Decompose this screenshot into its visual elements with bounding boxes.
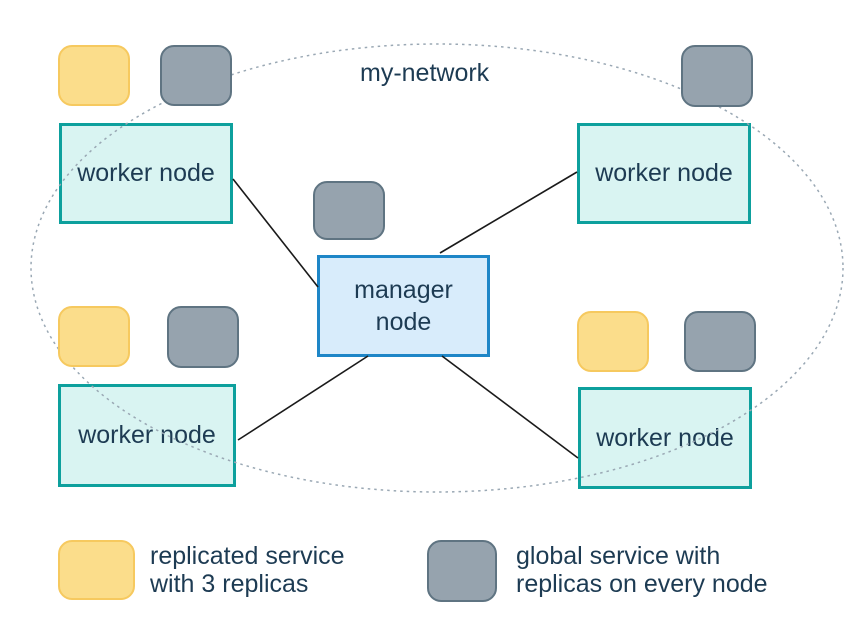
replicated-service-icon [58, 306, 130, 367]
global-service-icon [684, 311, 756, 372]
legend-replicated-label: replicated service with 3 replicas [150, 542, 345, 598]
legend-global-service-icon [427, 540, 497, 602]
worker-node-label: worker node [77, 159, 215, 188]
worker-node-bottom-left: worker node [58, 384, 236, 487]
connector-manager-worker-tr [439, 171, 578, 254]
legend-global-label: global service with replicas on every no… [516, 542, 768, 598]
worker-node-label: worker node [78, 421, 216, 450]
global-service-icon [681, 45, 753, 107]
replicated-service-icon [58, 45, 130, 106]
global-service-icon [313, 181, 385, 240]
worker-node-bottom-right: worker node [578, 387, 752, 489]
connector-manager-worker-br [441, 355, 579, 459]
worker-node-top-right: worker node [577, 123, 751, 224]
legend-replicated-service-icon [58, 540, 135, 600]
manager-node: manager node [317, 255, 490, 357]
worker-node-label: worker node [596, 423, 734, 452]
connector-worker-tl-manager [232, 178, 319, 288]
worker-node-label: worker node [595, 159, 733, 188]
global-service-icon [167, 306, 239, 368]
replicated-service-icon [577, 311, 649, 372]
global-service-icon [160, 45, 232, 106]
network-name-label: my-network [360, 59, 490, 87]
manager-node-label: manager node [354, 275, 453, 337]
connector-manager-worker-bl [237, 355, 369, 441]
worker-node-top-left: worker node [59, 123, 233, 224]
